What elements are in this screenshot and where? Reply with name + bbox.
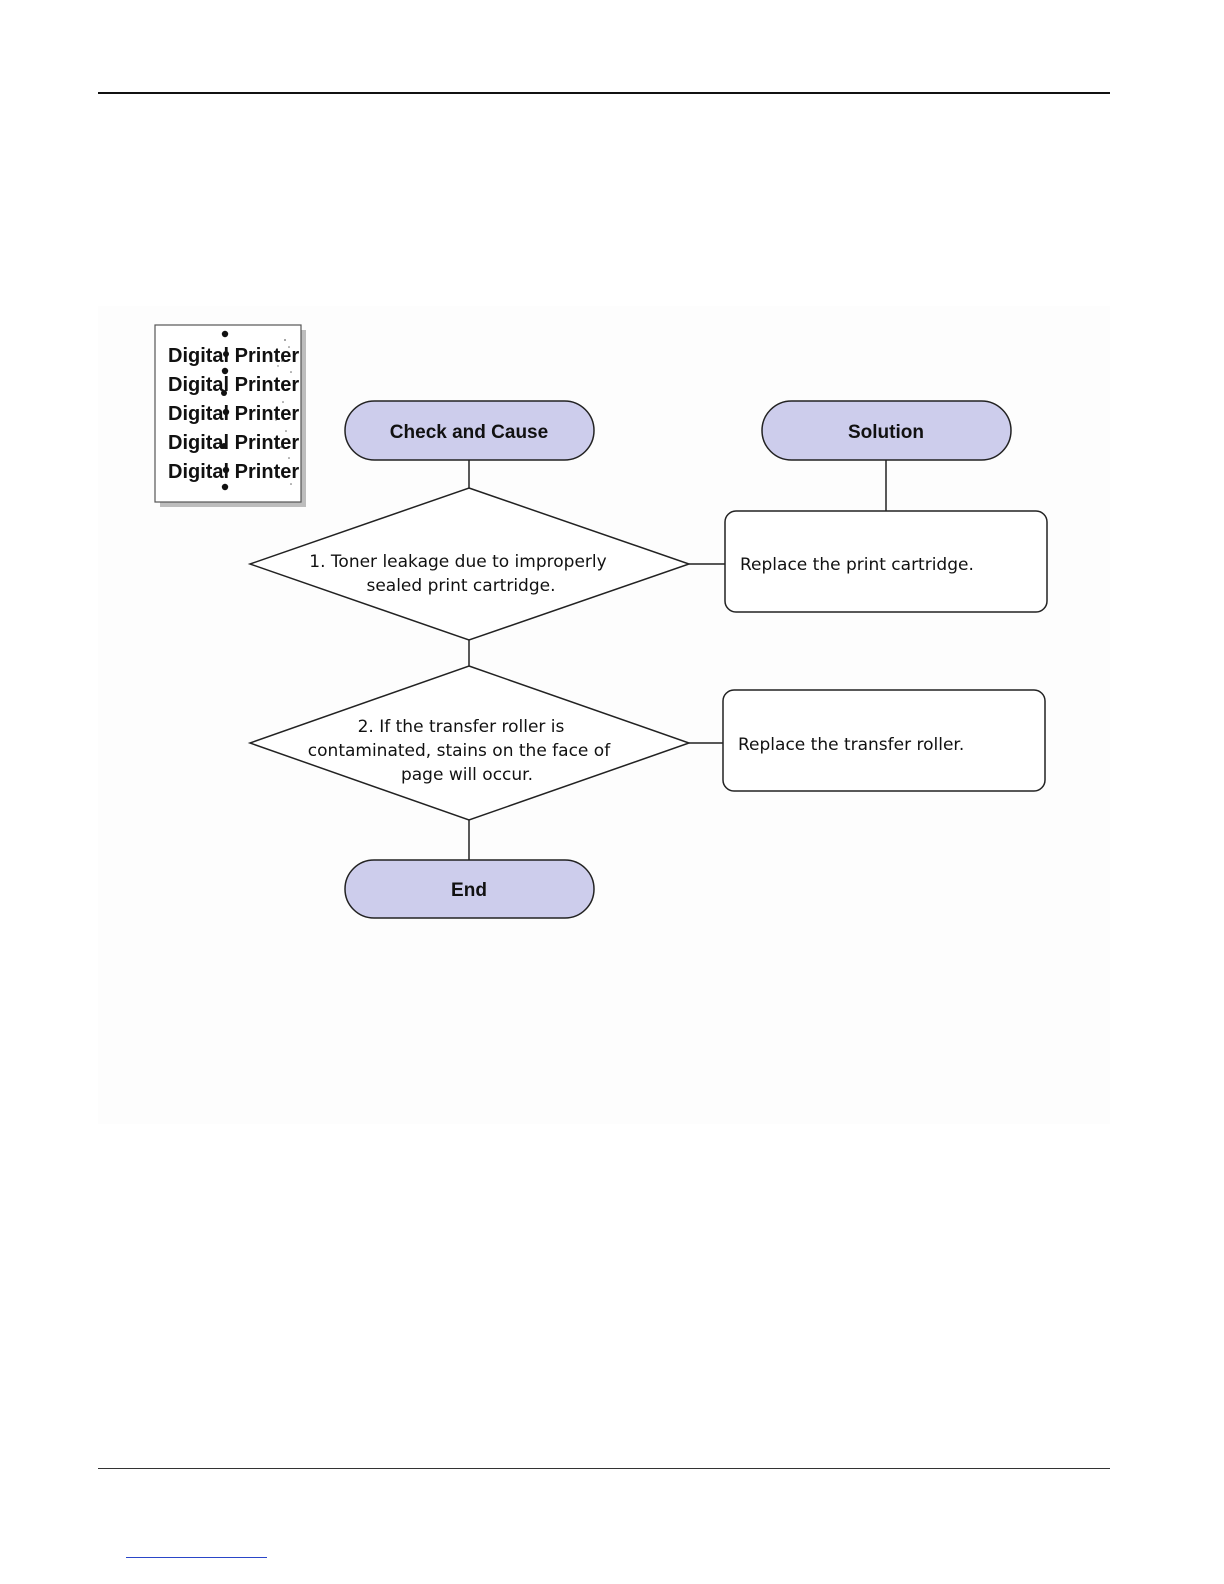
end-terminal: End	[344, 859, 595, 919]
cause-line: 1. Toner leakage due to improperly	[309, 552, 606, 572]
sample-print-image: Digital Printer Digital Printer Digital …	[154, 324, 306, 507]
cause-line: contaminated, stains on the face of	[308, 741, 611, 761]
solution-box-1: Replace the print cartridge.	[724, 510, 1048, 613]
footer-rule	[98, 1468, 1110, 1469]
end-label: End	[451, 880, 487, 901]
footer-link-underline	[126, 1557, 267, 1558]
connectors	[468, 460, 887, 860]
solution-text: Replace the print cartridge.	[740, 555, 974, 575]
toner-dots	[221, 330, 230, 491]
sample-line: Digital Printer	[168, 403, 299, 425]
solution-header-label: Solution	[848, 422, 924, 443]
header-rule	[98, 92, 1110, 94]
sample-line: Digital Printer	[168, 461, 299, 483]
cause-line: page will occur.	[401, 765, 533, 785]
decision-step-1: 1. Toner leakage due to improperly seale…	[247, 487, 692, 641]
decision-step-2: 2. If the transfer roller is contaminate…	[247, 665, 692, 821]
start-label: Check and Cause	[390, 422, 548, 443]
sample-line: Digital Printer	[168, 374, 299, 396]
solution-box-2: Replace the transfer roller.	[722, 689, 1046, 792]
cause-line: sealed print cartridge.	[366, 576, 555, 596]
sample-line: Digital Printer	[168, 432, 299, 454]
start-terminal: Check and Cause	[344, 400, 595, 461]
sample-line: Digital Printer	[168, 345, 299, 367]
solution-text: Replace the transfer roller.	[738, 735, 964, 755]
solution-terminal: Solution	[761, 400, 1012, 461]
cause-line: 2. If the transfer roller is	[358, 717, 565, 737]
